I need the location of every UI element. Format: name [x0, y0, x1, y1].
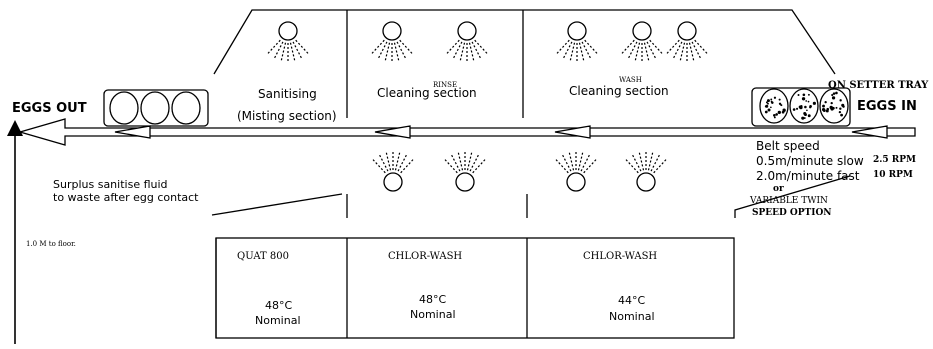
rinse-label: RINSE [433, 81, 457, 89]
rpm-fast-label: 10 RPM [873, 170, 913, 180]
or-label: or [773, 184, 784, 194]
eggs-in-label: EGGS IN [857, 99, 917, 114]
rinse-cleaning-section-label: Cleaning section [377, 86, 477, 100]
spray-nozzle [555, 21, 599, 61]
speed-option-label: SPEED OPTION [752, 208, 832, 218]
spray-nozzle [665, 21, 709, 61]
misting-section-label: (Misting section) [237, 109, 337, 123]
on-setter-tray-label: ON SETTER TRAY [828, 80, 929, 91]
spray-nozzle [371, 152, 415, 192]
bottom-spray-nozzles [371, 152, 668, 192]
height-label: 1.0 M to floor. [26, 240, 76, 248]
belt-speed-label: Belt speed [756, 139, 820, 153]
tank-2-name: CHLOR-WASH [388, 251, 462, 262]
spray-nozzle [554, 152, 598, 192]
variable-twin-label: VARIABLE TWIN [749, 196, 828, 206]
spray-nozzle [445, 21, 489, 61]
wash-cleaning-section-label: Cleaning section [569, 84, 669, 98]
speed-slow-label: 0.5m/minute slow [756, 154, 864, 168]
eggs-out-label: EGGS OUT [12, 101, 87, 116]
top-spray-nozzles [266, 21, 709, 61]
tank-1-name: QUAT 800 [237, 251, 289, 262]
speed-fast-label: 2.0m/minute fast [756, 169, 860, 183]
spray-nozzle [266, 21, 310, 61]
tank-2-temp: 48°C [419, 293, 446, 306]
spray-nozzle [620, 21, 664, 61]
wash-label: WASH [619, 76, 642, 84]
tank-1-nominal: Nominal [255, 314, 301, 327]
upper-hood [213, 9, 836, 118]
rpm-slow-label: 2.5 RPM [873, 155, 916, 165]
lower-structure [211, 175, 851, 218]
tanks [215, 237, 735, 339]
tank-2-nominal: Nominal [410, 308, 456, 321]
spray-nozzle [443, 152, 487, 192]
surplus-line-1: Surplus sanitise fluid [53, 178, 168, 191]
tank-3-name: CHLOR-WASH [583, 251, 657, 262]
tank-3-nominal: Nominal [609, 310, 655, 323]
eggs-in-tray [751, 87, 851, 127]
tank-1-temp: 48°C [265, 299, 292, 312]
sanitising-label: Sanitising [258, 87, 317, 101]
conveyor-belt [17, 118, 916, 146]
tank-3-temp: 44°C [618, 294, 645, 307]
eggs-out-tray [103, 89, 209, 127]
spray-nozzle [370, 21, 414, 61]
surplus-line-2: to waste after egg contact [53, 191, 199, 204]
spray-nozzle [624, 152, 668, 192]
